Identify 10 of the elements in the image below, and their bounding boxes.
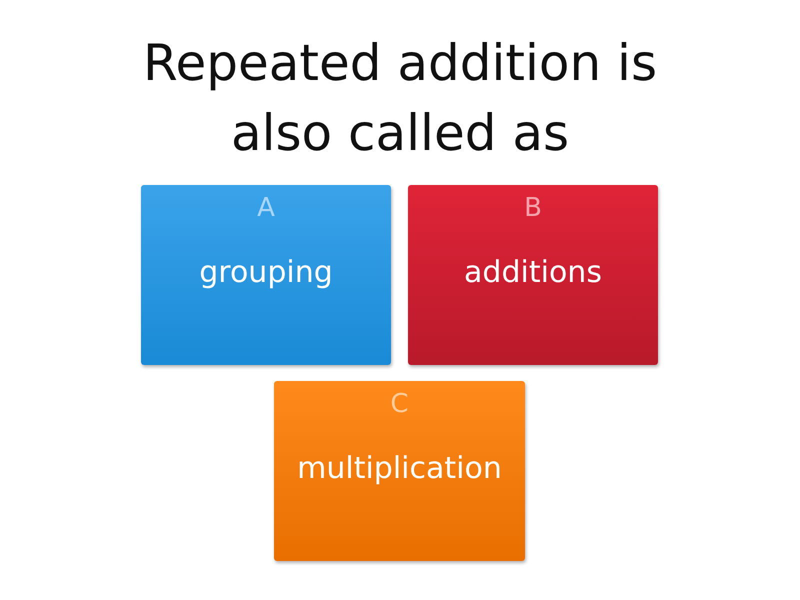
answer-card — [408, 185, 658, 365]
answer-text: additions — [463, 254, 603, 292]
answer-card — [274, 381, 525, 561]
option-letter: C — [389, 389, 410, 419]
answer-text: grouping — [198, 254, 334, 292]
answer-card — [141, 185, 391, 365]
option-letter: A — [256, 193, 276, 223]
answer-text: multiplication — [296, 450, 503, 488]
question-title: Repeated addition is also called as — [142, 33, 658, 164]
option-letter: B — [523, 193, 543, 223]
